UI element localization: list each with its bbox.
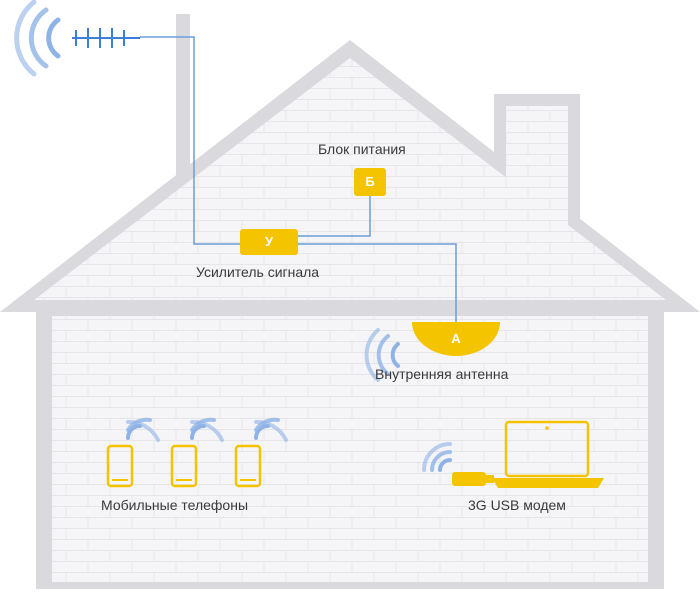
amplifier-box-label: У — [264, 234, 274, 249]
outdoor-antenna — [72, 28, 140, 48]
usb-modem-icon — [452, 472, 494, 486]
phone-icon-2 — [170, 444, 198, 488]
phone-icon-3 — [234, 444, 262, 488]
indoor-antenna-dome — [412, 322, 500, 356]
usb-modem-label: 3G USB модем — [468, 497, 566, 513]
cables — [140, 36, 457, 322]
usb-modem-signal-icon — [422, 442, 452, 472]
indoor-antenna-label: Внутренняя антенна — [375, 366, 509, 382]
power-supply-label: Блок питания — [318, 141, 406, 157]
antenna-box-label: А — [451, 331, 461, 346]
power-supply-box-label: Б — [365, 174, 375, 189]
phone-icon-1 — [106, 444, 134, 488]
power-supply-box — [354, 168, 386, 196]
amplifier-label: Усилитель сигнала — [196, 264, 320, 280]
house-walls — [34, 58, 666, 582]
phones-signal-icon — [126, 417, 288, 442]
mobile-phones-label: Мобильные телефоны — [101, 497, 249, 513]
indoor-antenna-signal-icon — [364, 328, 400, 382]
laptop-icon — [492, 420, 604, 488]
outdoor-antenna-signal-icon — [14, 0, 61, 77]
amplifier-box — [240, 229, 298, 255]
